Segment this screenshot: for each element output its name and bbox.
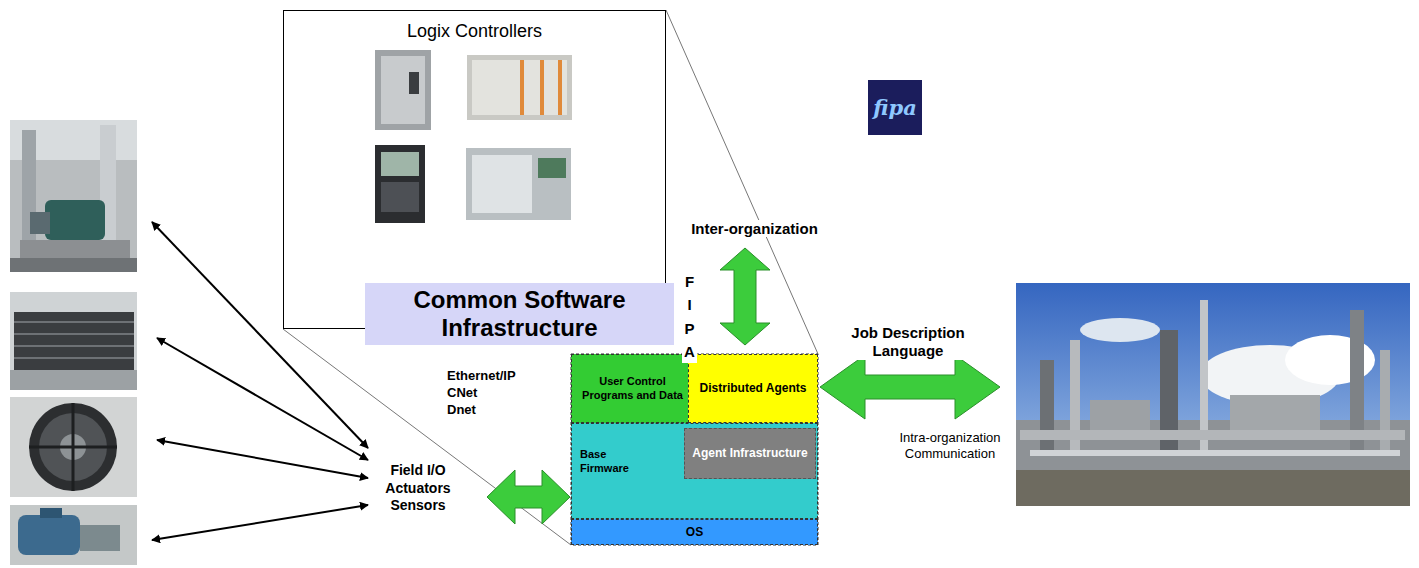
refinery-photo — [1016, 283, 1410, 506]
signal-arrow — [157, 338, 368, 460]
layer-box: Distributed Agents — [688, 354, 818, 423]
node-text: Common Software Infrastructure — [371, 286, 668, 341]
text-group: Distributed Agents — [696, 381, 811, 395]
text-group: User Control Programs and Data — [572, 375, 693, 401]
text-group: OS — [686, 525, 703, 539]
interface-label: Intra-organization Communication — [885, 430, 1015, 463]
layer-box: Agent Infrastructure — [684, 428, 816, 479]
pump-photo — [10, 120, 137, 272]
block-arrow — [720, 248, 770, 345]
interface-label: Job Description Language — [838, 324, 978, 360]
block-arrow — [487, 470, 570, 524]
controller-frame: Logix Controllers — [283, 10, 666, 329]
block-arrow — [820, 355, 1000, 419]
banner-box: Common Software Infrastructure — [365, 283, 674, 345]
motor-photo — [10, 505, 137, 565]
controller-photos — [375, 50, 572, 223]
text-group: Agent Infrastructure — [688, 446, 811, 460]
layer-box: User Control Programs and Data — [571, 354, 694, 423]
text-group: Common Software Infrastructure — [365, 286, 674, 341]
fan-photo — [10, 397, 137, 497]
signal-arrow — [152, 222, 368, 448]
interface-label: Inter-organization — [672, 220, 837, 237]
node-text: Logix Controllers — [284, 21, 665, 42]
text-group: Logix Controllers — [284, 21, 665, 42]
network-label: Ethernet/IP CNet Dnet — [447, 368, 539, 419]
field-label: Field I/O Actuators Sensors — [376, 462, 460, 515]
signal-arrow — [157, 440, 368, 478]
node-text: Distributed Agents — [700, 381, 807, 395]
node-text: Base Firmware — [580, 448, 642, 476]
stack-outline — [571, 354, 818, 545]
node-text: OS — [686, 525, 703, 539]
signal-arrow — [152, 505, 368, 540]
cooler-photo — [10, 292, 137, 390]
fipa-logo: fipa — [868, 80, 922, 135]
layer-box: OS — [571, 519, 818, 545]
vertical-label: F I P A — [682, 270, 697, 363]
node-text: Agent Infrastructure — [692, 446, 807, 460]
node-text: User Control Programs and Data — [576, 375, 689, 401]
text-group: Base Firmware — [580, 448, 642, 476]
layer-box: Base Firmware Agent Infrastructure — [571, 423, 818, 519]
